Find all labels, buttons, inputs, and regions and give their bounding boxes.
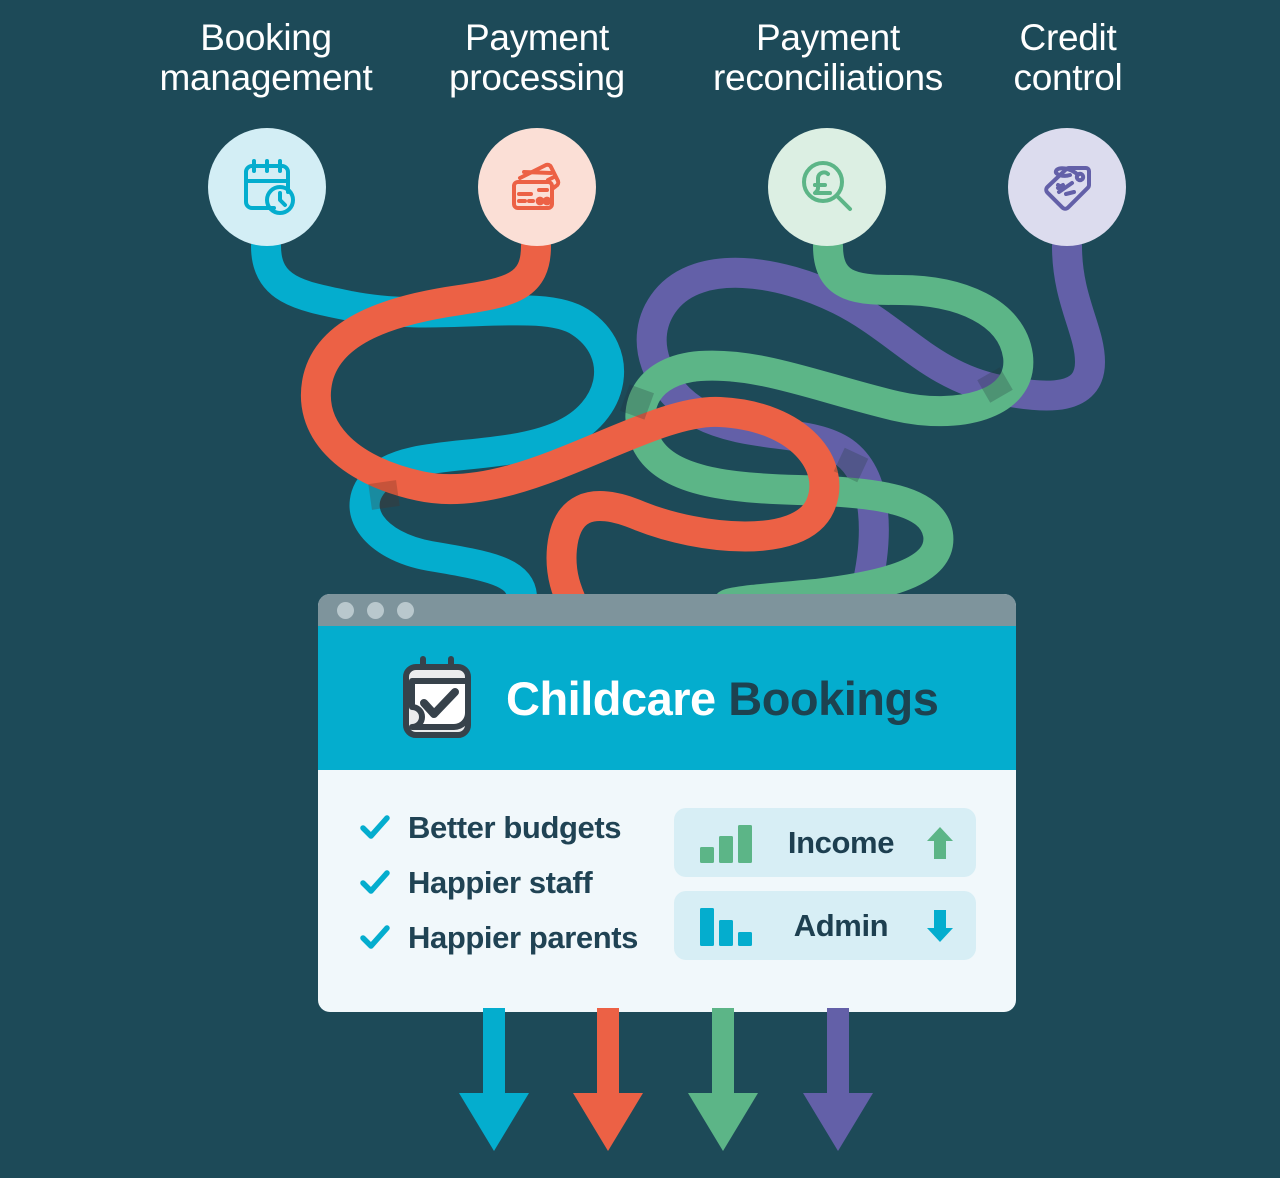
check-icon (360, 870, 390, 894)
app-title: Childcare Bookings (506, 671, 939, 726)
icon-circle-booking-management[interactable] (208, 128, 326, 246)
credit-cards-icon (512, 162, 561, 210)
checklist-label: Happier staff (408, 865, 593, 900)
app-body: Better budgets Happier staff Happier par… (318, 770, 1016, 1012)
checklist-label: Better budgets (408, 810, 622, 845)
app-title-part2: Bookings (728, 671, 939, 725)
outflow-arrow-orange (573, 1008, 643, 1151)
calendar-check-icon (403, 656, 471, 738)
stat-label: Admin (793, 907, 889, 943)
ribbon-crossings (368, 367, 1013, 510)
calendar-clock-icon (244, 159, 295, 215)
label-booking-management: Booking management (159, 17, 373, 98)
list-item: Better budgets (360, 810, 660, 846)
outflow-arrow-green (688, 1008, 758, 1151)
pound-magnifier-icon (802, 161, 852, 211)
window-dot-maximize[interactable] (397, 601, 414, 619)
app-window: Childcare Bookings Better budgets Happie… (318, 594, 1016, 1012)
stat-card-admin[interactable]: Admin (674, 891, 976, 960)
ribbon-green (625, 231, 1034, 619)
label-payment-processing: Payment processing (449, 17, 625, 98)
stat-cards: Income Admin (674, 802, 976, 1012)
label-credit-control: Credit control (1013, 17, 1123, 98)
list-item: Happier staff (360, 865, 660, 901)
checklist-label: Happier parents (408, 920, 639, 955)
list-item: Happier parents (360, 920, 660, 956)
app-title-part1: Childcare (506, 671, 716, 725)
check-icon (360, 815, 390, 839)
price-tag-percent-icon (1044, 166, 1091, 211)
arrow-up-icon (927, 826, 953, 859)
ribbon-orange (300, 231, 840, 627)
arrow-down-icon (927, 909, 953, 942)
stat-label: Income (787, 824, 895, 860)
icon-circle-payment-processing[interactable] (478, 128, 596, 246)
outflow-arrows-group (459, 1008, 873, 1151)
app-header: Childcare Bookings (318, 626, 1016, 770)
window-titlebar (318, 594, 1016, 626)
check-icon (360, 925, 390, 949)
bar-chart-up-icon (700, 824, 752, 863)
label-payment-reconciliations: Payment reconciliations (713, 17, 943, 98)
icon-circle-payment-reconciliations[interactable] (768, 128, 886, 246)
outflow-arrow-purple (803, 1008, 873, 1151)
icon-circle-credit-control[interactable] (1008, 128, 1126, 246)
window-dot-close[interactable] (337, 601, 354, 619)
window-dot-minimize[interactable] (367, 601, 384, 619)
outflow-arrow-cyan (459, 1008, 529, 1151)
bar-chart-down-icon (700, 907, 752, 946)
benefits-checklist: Better budgets Happier staff Happier par… (360, 802, 660, 1012)
stat-card-income[interactable]: Income (674, 808, 976, 877)
